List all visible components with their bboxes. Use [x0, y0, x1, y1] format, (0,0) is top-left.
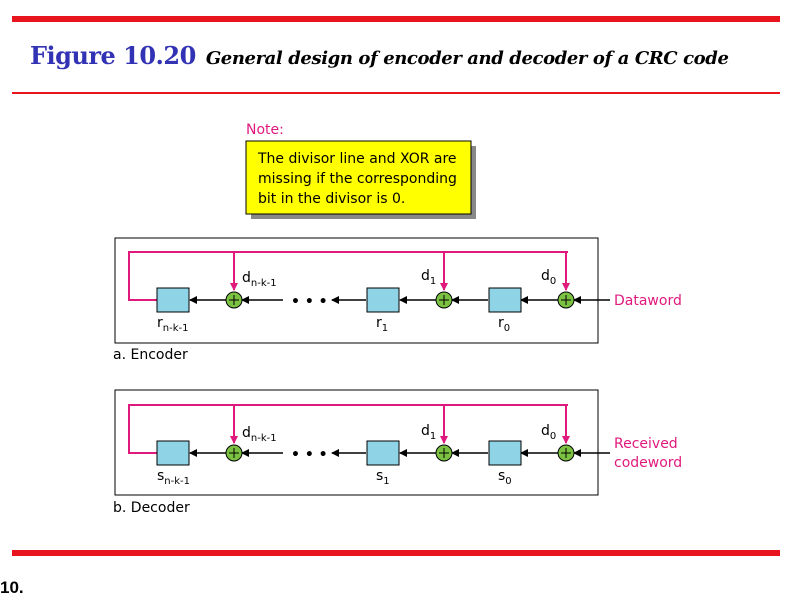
note-line-3: bit in the divisor is 0.	[258, 191, 405, 207]
note-heading: Note:	[246, 122, 284, 138]
encoder-xor-0	[557, 291, 575, 309]
note-line-1: The divisor line and XOR are	[257, 151, 457, 167]
encoder-caption: a. Encoder	[113, 347, 188, 363]
encoder-divisor-label-n-k-1: dn-k-1	[242, 270, 277, 289]
decoder-input-label-line-2: codeword	[614, 455, 682, 471]
decoder-xor-1	[435, 444, 453, 462]
encoder-register-label-0: r0	[498, 315, 510, 334]
decoder-input-label-line-1: Received	[614, 436, 678, 452]
encoder-divisor-label-1: d1	[421, 268, 436, 287]
note-line-2: missing if the corresponding	[258, 171, 457, 187]
decoder-register-label-1: s1	[376, 468, 390, 487]
decoder-ellipsis: • • •	[291, 447, 328, 463]
encoder-xor-1	[435, 291, 453, 309]
decoder-divisor-label-1: d1	[421, 423, 436, 442]
decoder-xor-n-k-1	[225, 444, 243, 462]
decoder-feedback-line	[128, 404, 568, 454]
encoder-register-1	[366, 287, 400, 313]
decoder-register-0	[488, 440, 522, 466]
encoder-feedback-line	[128, 251, 568, 301]
encoder-register-n-k-1	[156, 287, 190, 313]
decoder-register-1	[366, 440, 400, 466]
bottom-rule	[12, 550, 780, 556]
encoder-ellipsis: • • •	[291, 294, 328, 310]
encoder-register-label-n-k-1: rn-k-1	[157, 315, 188, 334]
decoder-register-n-k-1	[156, 440, 190, 466]
decoder-divisor-label-n-k-1: dn-k-1	[242, 425, 277, 444]
encoder-divisor-label-0: d0	[541, 268, 556, 287]
top-rule	[12, 16, 780, 22]
figure-caption: General design of encoder and decoder of…	[205, 48, 729, 69]
encoder-register-0	[488, 287, 522, 313]
decoder-diagram: • • • dn-k-1 d1 d0 sn-k-1 s1 s0 Received…	[114, 389, 682, 496]
encoder-input-label: Dataword	[614, 293, 682, 309]
figure-title: Figure 10.20 General design of encoder an…	[30, 41, 729, 70]
encoder-register-label-1: r1	[376, 315, 388, 334]
note-box: The divisor line and XOR are missing if …	[245, 140, 476, 219]
decoder-register-label-n-k-1: sn-k-1	[157, 468, 190, 487]
footer-text: 10.	[0, 578, 24, 597]
title-underline	[12, 92, 780, 94]
encoder-diagram: • • • dn-k-1 d1 d0 rn-k-1 r1 r0 Dataword	[114, 237, 682, 344]
decoder-xor-0	[557, 444, 575, 462]
encoder-xor-n-k-1	[225, 291, 243, 309]
decoder-register-label-0: s0	[498, 468, 512, 487]
decoder-caption: b. Decoder	[113, 500, 190, 516]
decoder-divisor-label-0: d0	[541, 423, 556, 442]
figure-number: Figure 10.20	[30, 41, 196, 70]
